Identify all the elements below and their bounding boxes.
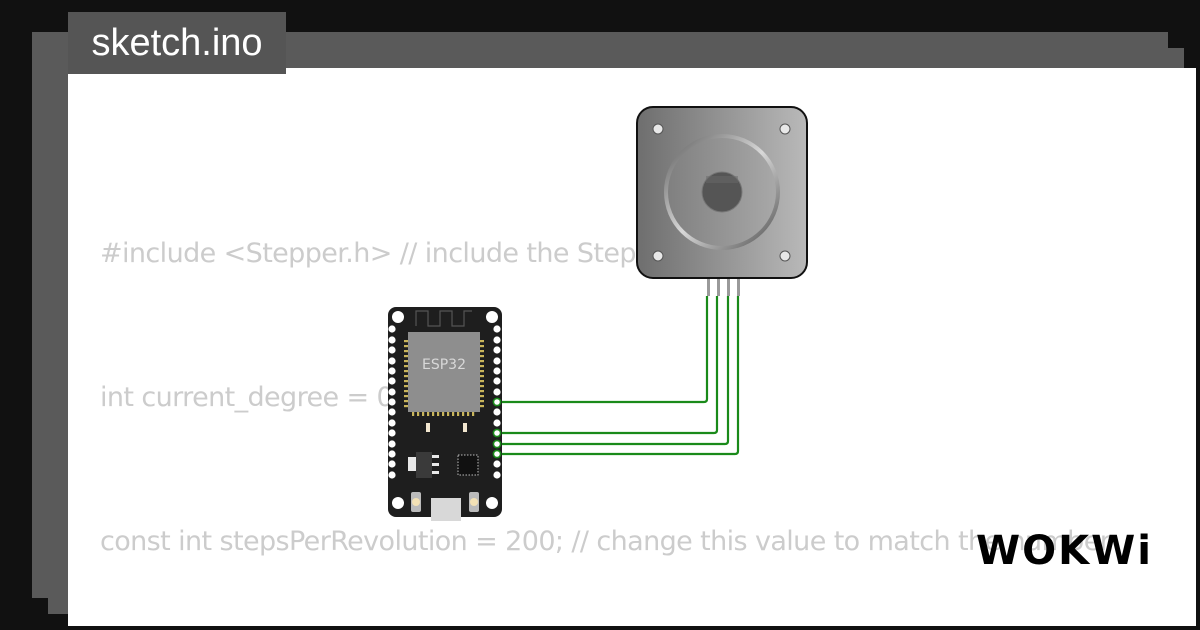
wokwi-logo: WOKWi: [976, 528, 1153, 574]
file-tab[interactable]: sketch.ino: [68, 12, 286, 74]
code-line: const int stepsPerRevolution = 200; // c…: [100, 526, 1111, 557]
file-tab-label: sketch.ino: [91, 22, 263, 64]
esp32-chip-label: ESP32: [422, 357, 466, 373]
wire-1: [497, 296, 709, 404]
code-listing: #include <Stepper.h> // include the Step…: [100, 134, 1164, 626]
wires: [497, 296, 740, 456]
code-line: #include <Stepper.h> // include the Step…: [100, 238, 770, 269]
wire-2: [497, 296, 719, 435]
esp32-board[interactable]: ESP32: [388, 307, 502, 521]
stepper-motor[interactable]: [636, 106, 808, 296]
wire-3: [497, 296, 730, 446]
code-frame: #include <Stepper.h> // include the Step…: [32, 32, 1196, 626]
code-panel: #include <Stepper.h> // include the Step…: [68, 68, 1196, 626]
esp32-chip: [408, 332, 480, 412]
wire-4: [497, 296, 740, 456]
